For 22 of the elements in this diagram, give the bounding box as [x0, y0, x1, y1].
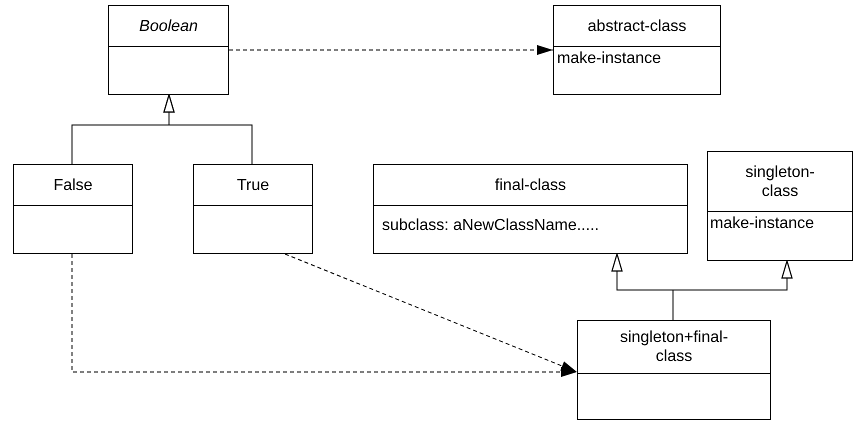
dependency-arrow [228, 45, 554, 55]
class-box [577, 320, 771, 420]
dependency-arrow [284, 254, 578, 372]
class-box [553, 5, 721, 95]
inheritance-arrow [672, 260, 793, 320]
class-name: False [53, 176, 93, 194]
operation-text: subclass: aNewClassName..... [382, 216, 599, 235]
inheritance-arrow [163, 94, 252, 164]
operation-text: make-instance [710, 214, 814, 233]
class-name: singleton+final-class [618, 328, 730, 366]
class-name: Boolean [139, 16, 198, 36]
operation-text: make-instance [557, 49, 662, 68]
class-box [707, 151, 853, 261]
class-box [373, 164, 688, 254]
class-name: singleton-class [744, 162, 816, 200]
class-name: True [236, 176, 270, 194]
class-name: final-class [494, 176, 566, 194]
class-box [193, 164, 313, 254]
dependency-arrow [72, 254, 578, 377]
class-name: abstract-class [588, 16, 686, 36]
class-box [13, 164, 133, 254]
class-box [108, 5, 229, 95]
